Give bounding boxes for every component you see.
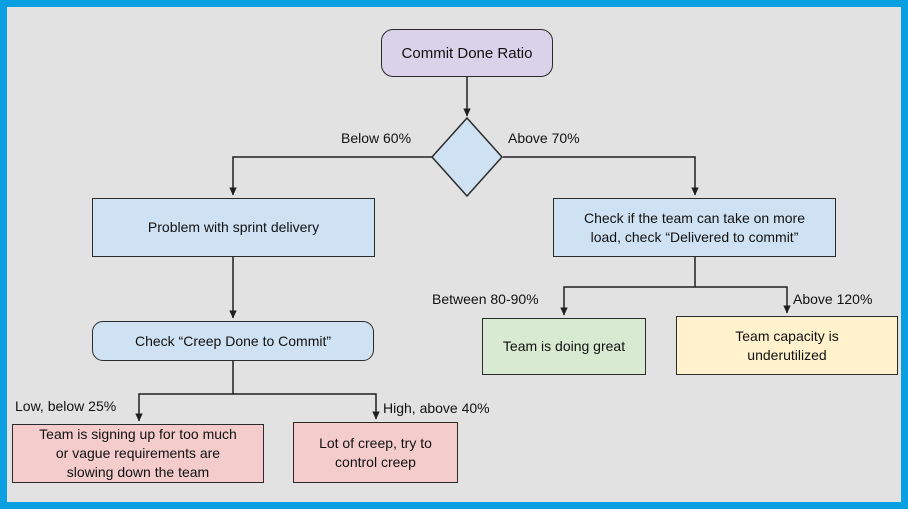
node-check-load-label: Check if the team can take on more load,… (584, 209, 805, 245)
connector-creep-low-branch (135, 393, 233, 422)
node-team-signing-up-too-much: Team is signing up for too much or vague… (12, 424, 264, 483)
node-doing-great-label: Team is doing great (502, 338, 626, 354)
connector-load-underutilized-branch (695, 286, 791, 314)
connector-load-great-branch (560, 286, 695, 316)
node-problem-with-sprint-delivery: Problem with sprint delivery (92, 198, 375, 257)
node-team-doing-great: Team is doing great (482, 318, 646, 375)
edge-label-low-below-25: Low, below 25% (15, 398, 117, 414)
node-underutilized-label: Team capacity is underutilized (735, 327, 839, 363)
node-check-creep-label: Check “Creep Done to Commit” (134, 332, 332, 349)
edge-label-high-above-40: High, above 40% (383, 400, 490, 416)
connector-layer (135, 77, 791, 422)
node-signing-up-label: Team is signing up for too much or vague… (39, 426, 237, 480)
node-commit-done-ratio-label: Commit Done Ratio (401, 44, 533, 62)
connector-creep-high-branch (233, 393, 380, 420)
node-team-capacity-underutilized: Team capacity is underutilized (676, 316, 898, 375)
node-lot-of-creep-label: Lot of creep, try to control creep (319, 434, 432, 470)
node-check-creep-done-to-commit: Check “Creep Done to Commit” (92, 321, 374, 361)
edge-label-above-120: Above 120% (793, 291, 873, 307)
edge-label-above-70: Above 70% (508, 130, 580, 146)
node-commit-done-ratio: Commit Done Ratio (381, 29, 553, 77)
node-problem-label: Problem with sprint delivery (147, 219, 320, 235)
node-check-team-load: Check if the team can take on more load,… (553, 198, 836, 257)
edge-label-below-60: Below 60% (341, 130, 412, 146)
edge-label-between-80-90: Between 80-90% (432, 291, 539, 307)
connector-decision-to-check-load (503, 156, 699, 196)
decision-diamond (430, 116, 504, 198)
node-lot-of-creep: Lot of creep, try to control creep (293, 422, 458, 483)
connector-decision-to-problem (229, 156, 432, 196)
